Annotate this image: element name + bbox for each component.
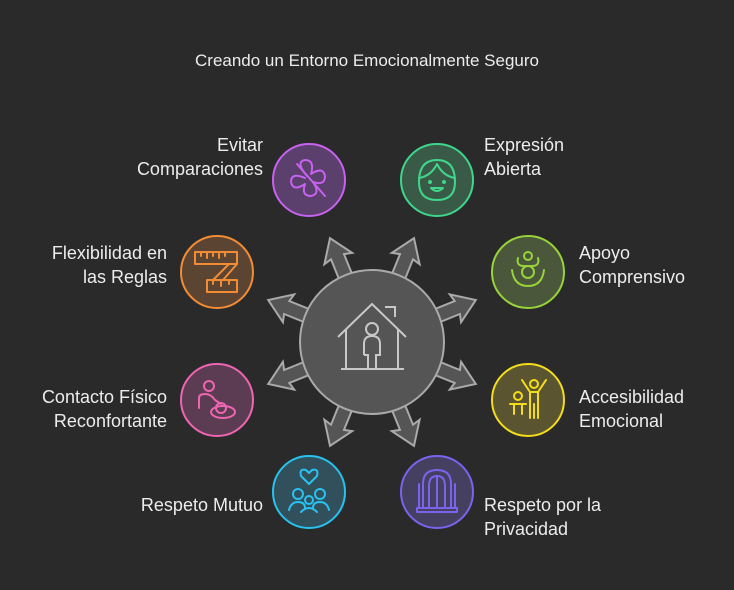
family-heart-icon	[288, 468, 330, 513]
central-hub	[299, 269, 445, 415]
node-circle	[180, 363, 254, 437]
supporting-people-icon	[511, 251, 545, 287]
smiling-face-icon	[418, 159, 456, 201]
house-person-icon	[337, 302, 407, 370]
parent-child-icon	[509, 379, 547, 419]
node-circle	[491, 235, 565, 309]
diagram-title: Creando un Entorno Emocionalmente Seguro	[195, 51, 539, 70]
node-comforting-touch	[180, 363, 254, 437]
node-circle	[272, 455, 346, 529]
node-smiling-face	[400, 143, 474, 217]
no-comparison-icon	[290, 159, 326, 197]
measuring-tape-icon	[194, 251, 238, 293]
node-parent-child	[491, 363, 565, 437]
label-respeto-mutuo: Respeto Mutuo	[140, 495, 263, 515]
node-supporting-people	[491, 235, 565, 309]
comforting-touch-icon	[198, 380, 236, 419]
node-circle	[180, 235, 254, 309]
node-no-comparison	[272, 143, 346, 217]
node-circle	[400, 143, 474, 217]
node-circle	[491, 363, 565, 437]
node-measuring-tape	[180, 235, 254, 309]
node-family-heart	[272, 455, 346, 529]
closed-door-icon	[416, 469, 458, 513]
node-closed-door	[400, 455, 474, 529]
node-circle	[272, 143, 346, 217]
